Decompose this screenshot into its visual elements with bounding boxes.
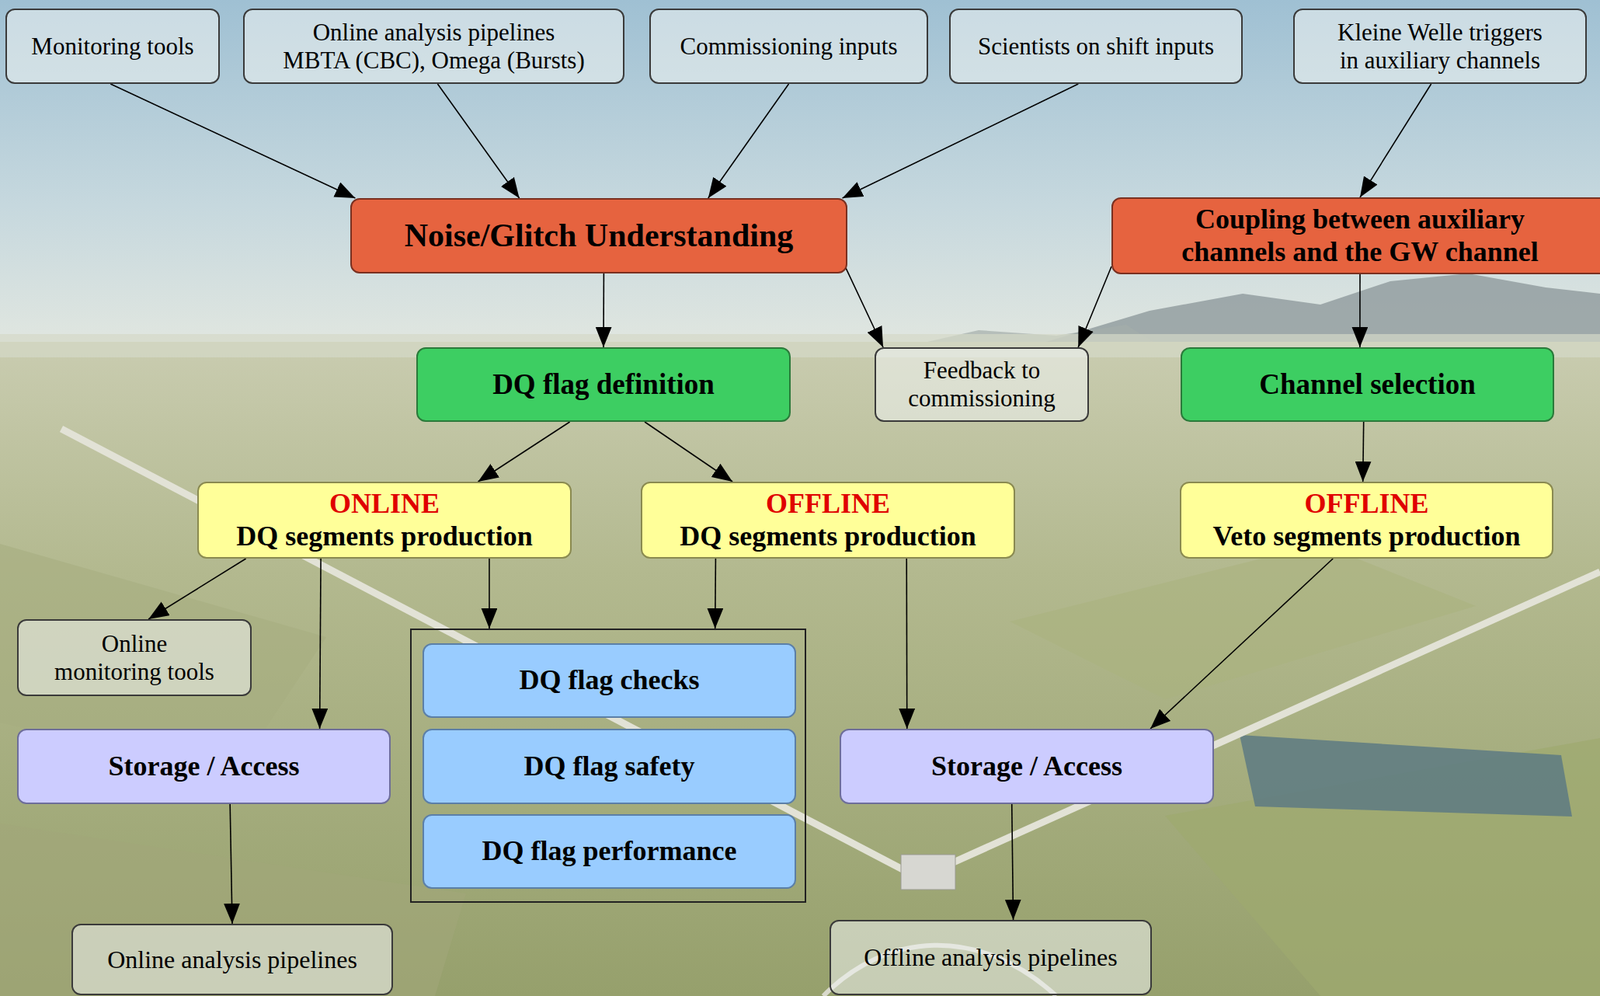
definition-box: Channel selection (1180, 347, 1555, 422)
flow-arrow (437, 83, 519, 199)
flow-arrow (488, 558, 491, 629)
flow-arrow (148, 558, 247, 620)
pond (1239, 734, 1573, 817)
node-heading: OFFLINE (651, 487, 1005, 520)
fields (0, 341, 1600, 996)
node-label: Online analysis pipelines MBTA (CBC), Om… (253, 18, 614, 74)
production-box: OFFLINEDQ segments production (640, 481, 1016, 559)
flow-arrow (602, 273, 605, 348)
node-label: Veto segments production (1190, 520, 1543, 553)
flow-arrow (478, 421, 571, 482)
node-label: Offline analysis pipelines (840, 942, 1141, 972)
node-label: Storage / Access (27, 750, 380, 783)
input-box: Online analysis pipelines MBTA (CBC), Om… (243, 8, 625, 84)
check-box: DQ flag safety (422, 728, 797, 804)
flow-arrow (1360, 83, 1432, 198)
output-box: Online monitoring tools (17, 619, 252, 696)
feedback-box: Feedback to commissioning (874, 347, 1089, 422)
flow-arrow (708, 83, 790, 199)
node-label: Online monitoring tools (27, 629, 241, 686)
interferometer-arm (918, 571, 1600, 878)
input-box: Kleine Welle triggers in auxiliary chann… (1293, 8, 1587, 84)
flow-arrow (320, 558, 321, 729)
node-label: DQ segments production (651, 520, 1005, 553)
field-patch (0, 823, 467, 996)
storage-box: Storage / Access (17, 728, 391, 804)
central-building (900, 854, 956, 890)
flow-arrow (845, 265, 884, 348)
node-label: DQ segments production (208, 520, 561, 553)
input-box: Commissioning inputs (649, 8, 929, 84)
analysis-box: Coupling between auxiliary channels and … (1111, 197, 1600, 275)
definition-box: DQ flag definition (416, 347, 791, 422)
flow-arrow (714, 558, 717, 629)
flow-arrow (229, 803, 233, 924)
flow-arrow (1359, 274, 1361, 348)
output-box: Offline analysis pipelines (829, 919, 1152, 995)
flow-arrow (1012, 803, 1014, 920)
check-box: DQ flag checks (422, 643, 797, 718)
input-box: Scientists on shift inputs (949, 8, 1243, 84)
node-heading: OFFLINE (1190, 487, 1543, 520)
node-label: Kleine Welle triggers in auxiliary chann… (1304, 18, 1576, 74)
flow-arrow (110, 83, 355, 199)
node-label: Storage / Access (850, 750, 1204, 783)
flow-arrow (1078, 266, 1112, 348)
node-heading: ONLINE (208, 487, 561, 520)
group-frame: DQ flag checks DQ flag safety DQ flag perf… (410, 628, 807, 903)
node-label: Coupling between auxiliary channels and … (1122, 203, 1598, 268)
node-label: Feedback to commissioning (885, 356, 1079, 412)
node-label: Monitoring tools (16, 32, 209, 61)
node-label: Online analysis pipelines (82, 945, 383, 974)
flow-arrow (644, 421, 733, 482)
flow-arrow (1363, 421, 1364, 482)
flow-arrow (1150, 558, 1333, 729)
check-box: DQ flag performance (422, 813, 797, 889)
node-label: DQ flag definition (427, 368, 780, 402)
node-label: DQ flag checks (433, 664, 786, 696)
node-label: Channel selection (1191, 368, 1544, 402)
node-label: DQ flag performance (433, 834, 786, 867)
output-box: Online analysis pipelines (71, 923, 394, 995)
field-patch (1009, 543, 1476, 700)
production-box: ONLINEDQ segments production (197, 481, 572, 559)
input-box: Monitoring tools (5, 8, 220, 84)
flow-arrow (842, 83, 1079, 199)
analysis-box: Noise/Glitch Understanding (350, 198, 848, 274)
node-label: Noise/Glitch Understanding (361, 216, 837, 254)
node-label: Scientists on shift inputs (960, 32, 1232, 61)
flow-arrow (905, 558, 908, 729)
node-label: DQ flag safety (433, 750, 786, 783)
storage-box: Storage / Access (839, 728, 1214, 804)
production-box: OFFLINEVeto segments production (1179, 481, 1554, 559)
node-label: Commissioning inputs (660, 32, 918, 61)
